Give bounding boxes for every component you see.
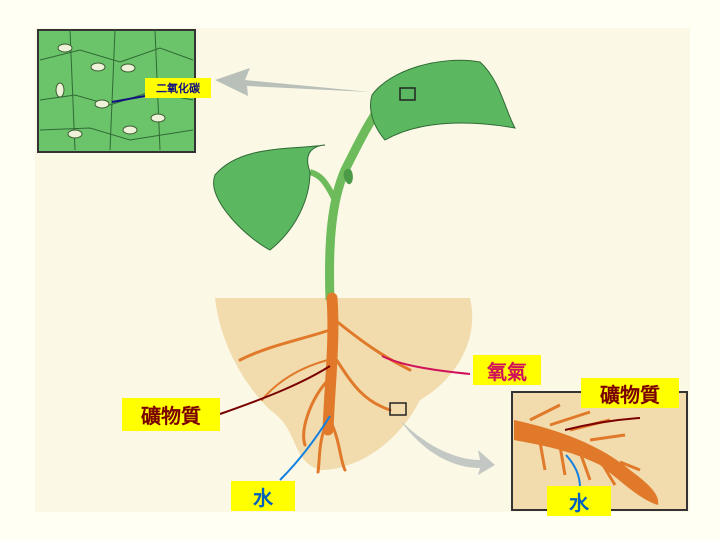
carbon-dioxide-label: 二氧化碳	[145, 78, 211, 98]
minerals-label-main: 礦物質	[122, 398, 220, 431]
water-label-inset: 水	[547, 486, 611, 516]
magnify-arrow-leaf	[215, 68, 370, 96]
minerals-label-inset: 礦物質	[581, 378, 679, 408]
soil	[215, 298, 473, 470]
annotation-arrows	[219, 355, 641, 489]
oxygen-label: 氧氣	[473, 355, 541, 385]
root-zoom-marker	[389, 402, 407, 416]
water-label-main: 水	[231, 481, 295, 511]
magnify-arrow-root	[400, 420, 495, 475]
plant-shoot	[213, 59, 516, 301]
plant-roots	[238, 292, 412, 474]
